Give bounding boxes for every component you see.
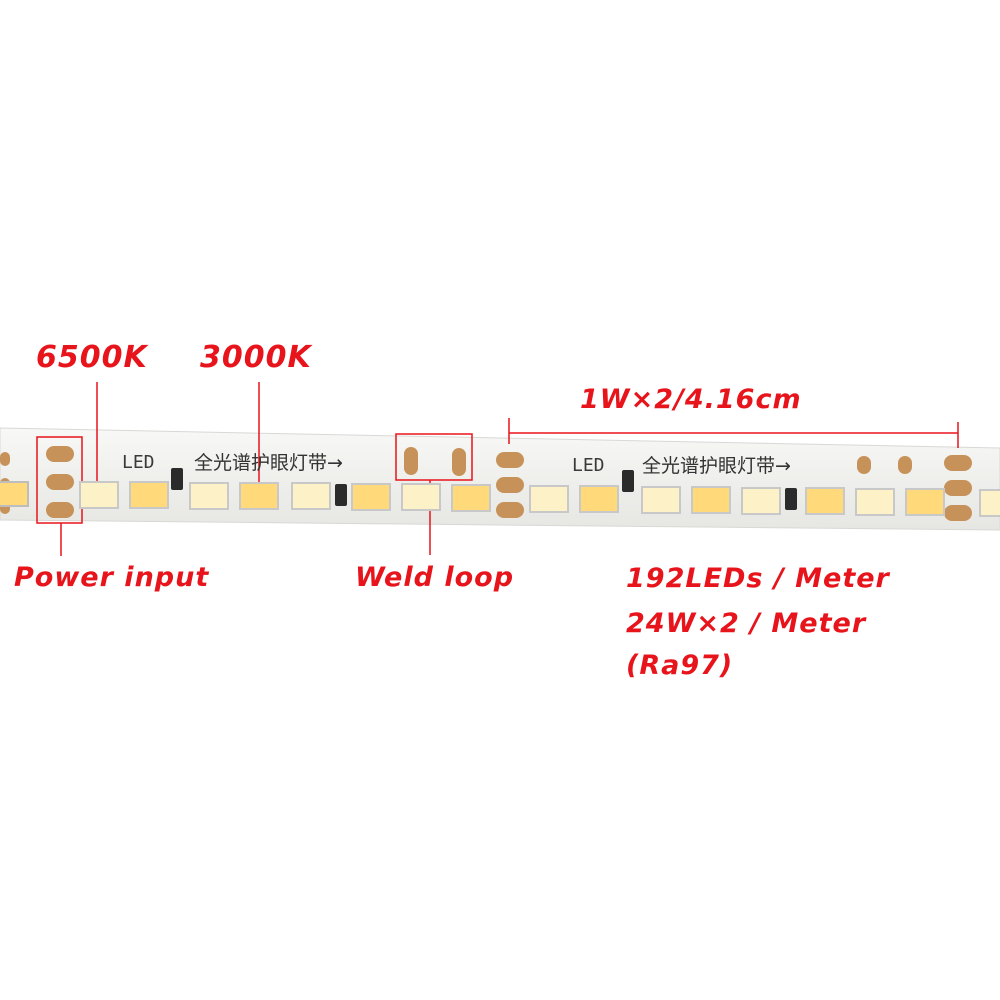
pcb-chinese-marking-2: 全光谱护眼灯带→	[642, 455, 791, 477]
pcb-chinese-marking-1: 全光谱护眼灯带→	[194, 452, 343, 474]
cct-cool-label: 6500K	[36, 340, 148, 375]
mid-pads	[496, 452, 972, 521]
weld-loop-box	[395, 433, 473, 481]
wattage-label: 24W×2 / Meter	[626, 608, 867, 639]
pcb-led-marking-1: LED	[122, 452, 155, 473]
resistor	[622, 470, 634, 492]
resistor	[171, 468, 183, 490]
resistor	[785, 488, 797, 510]
resistors	[171, 468, 797, 510]
led-chip	[579, 485, 619, 513]
spacing-label: 1W×2/4.16cm	[580, 384, 802, 415]
led-chip	[529, 485, 569, 513]
cri-label: (Ra97)	[626, 650, 734, 681]
led-chip	[641, 486, 681, 514]
led-chip	[979, 489, 1000, 517]
power-pads	[0, 446, 74, 518]
led-chip	[129, 481, 169, 509]
led-chip	[741, 487, 781, 515]
led-chip	[351, 483, 391, 511]
led-chip	[239, 482, 279, 510]
cct-warm-label: 3000K	[200, 340, 312, 375]
weld-loop-label: Weld loop	[355, 562, 515, 593]
resistor	[335, 484, 347, 506]
pcb-led-marking-2: LED	[572, 455, 605, 476]
led-chip	[855, 488, 895, 516]
led-chip	[805, 487, 845, 515]
power-input-box	[36, 436, 83, 524]
led-chip	[291, 482, 331, 510]
weld-pads	[404, 447, 466, 476]
led-density-label: 192LEDs / Meter	[626, 563, 890, 594]
led-chip	[905, 488, 945, 516]
led-chips	[0, 481, 1000, 517]
led-chip	[401, 483, 441, 511]
led-chip	[189, 482, 229, 510]
power-input-label: Power input	[14, 562, 210, 593]
led-chip	[691, 486, 731, 514]
led-chip	[0, 481, 29, 507]
led-chip	[451, 484, 491, 512]
led-chip	[79, 481, 119, 509]
